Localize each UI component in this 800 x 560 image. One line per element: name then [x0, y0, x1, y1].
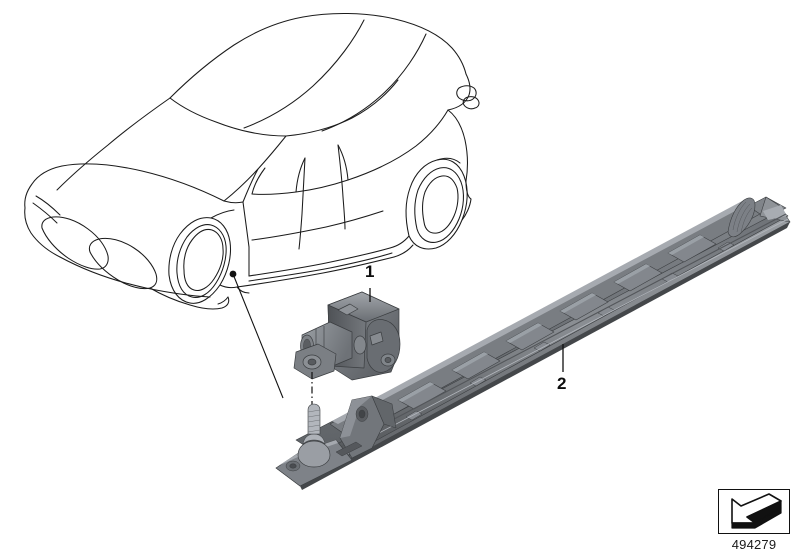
diagram-part-number: 494279	[731, 537, 777, 552]
callout-1-leader	[229, 270, 284, 399]
callout-2-label: 2	[557, 374, 567, 393]
arrow-3d-icon	[731, 493, 782, 529]
arrow-3d-icon-box	[718, 489, 790, 534]
callout-1-label: 1	[365, 262, 375, 281]
